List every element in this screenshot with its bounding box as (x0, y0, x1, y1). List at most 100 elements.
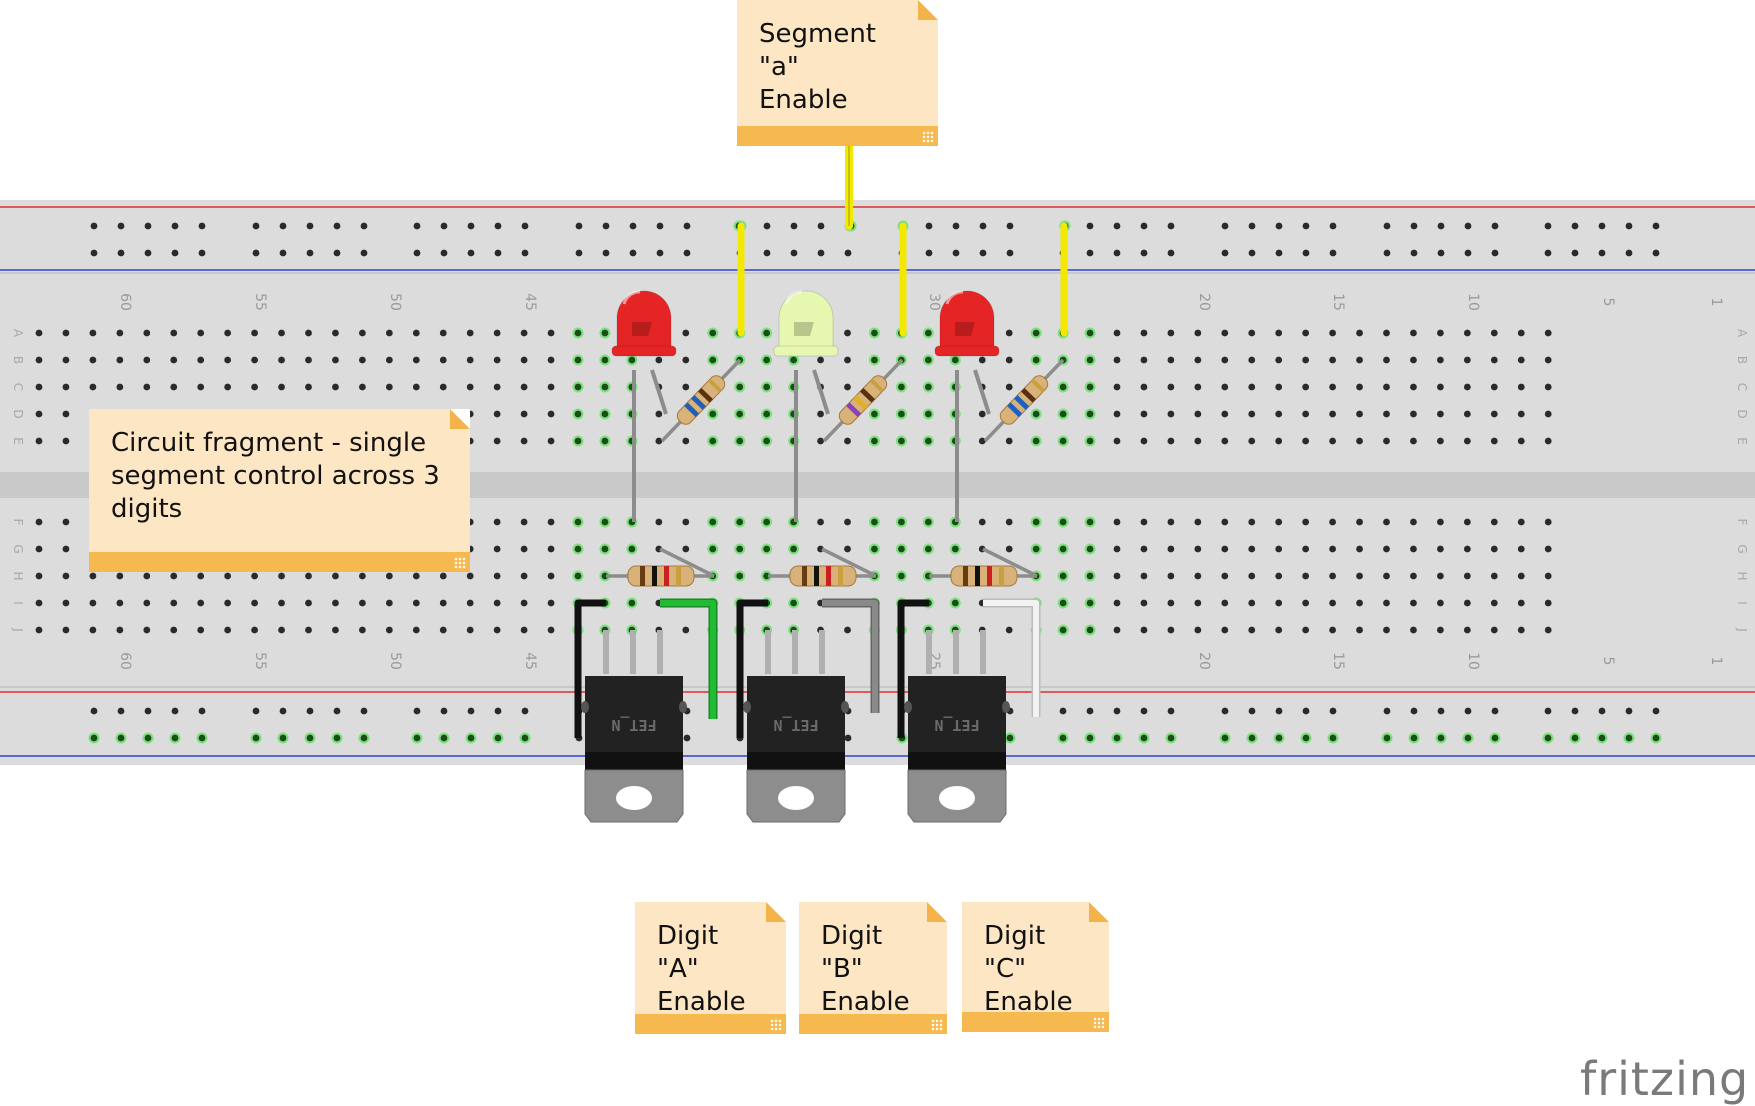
breadboard-hole (1544, 599, 1552, 607)
breadboard-hole (1167, 383, 1175, 391)
breadboard-hole (1113, 249, 1121, 257)
breadboard-hole (520, 356, 528, 364)
breadboard-hole (1113, 437, 1121, 445)
breadboard-hole (1113, 356, 1121, 364)
resize-grip-icon (922, 131, 934, 143)
driver-stage-3: FET_N (897, 222, 1068, 823)
breadboard-hole (1356, 437, 1363, 445)
led-rim (934, 345, 1000, 357)
breadboard-hole (1329, 329, 1336, 337)
breadboard-hole (440, 707, 448, 715)
breadboard-hole (1248, 518, 1256, 526)
row-label: F (1735, 519, 1749, 526)
breadboard-hole (1167, 329, 1175, 337)
breadboard-hole (1517, 410, 1525, 418)
resistor-band (999, 566, 1004, 586)
breadboard-hole (1383, 599, 1390, 607)
breadboard-hole (763, 383, 771, 391)
breadboard-hole (520, 437, 528, 445)
breadboard-hole (116, 329, 124, 337)
row-label: G (11, 544, 25, 553)
breadboard-hole (898, 410, 905, 418)
breadboard-hole (1329, 383, 1336, 391)
breadboard-hole (1167, 734, 1175, 742)
breadboard-hole (385, 329, 393, 337)
breadboard-hole (1167, 599, 1175, 607)
breadboard-hole (385, 572, 393, 580)
breadboard-hole (224, 329, 232, 337)
breadboard-hole (279, 222, 287, 230)
row-label: C (11, 383, 25, 391)
breadboard-hole (1544, 383, 1552, 391)
breadboard-hole (1464, 734, 1472, 742)
note-bar (962, 1012, 1109, 1032)
transistor-label: FET_N (773, 716, 818, 734)
breadboard-hole (1059, 410, 1067, 418)
breadboard-hole (1032, 329, 1040, 337)
transistor-label: FET_N (611, 716, 656, 734)
breadboard-hole (1194, 545, 1202, 553)
note-bar (89, 552, 470, 572)
breadboard-hole (170, 599, 178, 607)
breadboard-hole (493, 518, 501, 526)
breadboard-hole (655, 518, 663, 526)
breadboard-hole (1221, 734, 1229, 742)
breadboard-hole (763, 356, 771, 364)
breadboard-hole (1275, 518, 1283, 526)
breadboard-hole (1410, 545, 1417, 553)
breadboard-hole (493, 410, 501, 418)
breadboard-hole (790, 545, 797, 553)
breadboard-hole (278, 599, 285, 607)
breadboard-hole (925, 249, 933, 257)
resize-grip-icon (931, 1019, 943, 1031)
breadboard-hole (1086, 222, 1094, 230)
breadboard-hole (1275, 707, 1283, 715)
breadboard-hole (763, 545, 771, 553)
breadboard-hole (62, 410, 70, 418)
breadboard-hole (1194, 356, 1202, 364)
row-label: A (11, 329, 25, 338)
column-label: 50 (387, 293, 403, 311)
fritzing-logo: fritzing (1580, 1052, 1750, 1106)
breadboard-hole (1302, 249, 1310, 257)
breadboard-hole (412, 383, 420, 391)
note-circuit-fragment: Circuit fragment - single segment contro… (89, 409, 470, 572)
breadboard-hole (412, 626, 420, 634)
breadboard-hole (251, 626, 258, 634)
breadboard-hole (170, 572, 178, 580)
breadboard-hole (467, 249, 475, 257)
breadboard-hole (360, 734, 368, 742)
breadboard-hole (520, 329, 528, 337)
column-label: 20 (1196, 652, 1212, 670)
breadboard-hole (1571, 734, 1579, 742)
breadboard-hole (35, 599, 43, 607)
breadboard-hole (1194, 383, 1202, 391)
breadboard-hole (493, 437, 501, 445)
breadboard-hole (547, 383, 555, 391)
breadboard-hole (171, 734, 179, 742)
breadboard-hole (1006, 249, 1014, 257)
led-highlight (945, 290, 964, 305)
note-bar (737, 126, 938, 146)
breadboard-hole (763, 329, 771, 337)
breadboard-hole (1059, 437, 1067, 445)
breadboard-hole (1490, 410, 1498, 418)
transistor-band (908, 752, 1006, 770)
breadboard-hole (305, 626, 312, 634)
breadboard-hole (709, 518, 717, 526)
breadboard-hole (1248, 437, 1256, 445)
breadboard-hole (279, 734, 287, 742)
breadboard-hole (1059, 626, 1067, 634)
breadboard-hole (1140, 356, 1148, 364)
note-digit-b-enable: Digit "B" Enable (799, 902, 947, 1034)
breadboard-hole (682, 356, 690, 364)
breadboard-hole (466, 329, 474, 337)
breadboard-hole (1437, 356, 1444, 364)
breadboard-hole (1221, 437, 1229, 445)
breadboard-hole (278, 329, 285, 337)
breadboard-hole (1544, 572, 1552, 580)
breadboard-hole (333, 707, 341, 715)
breadboard-hole (466, 626, 474, 634)
breadboard-hole (1275, 356, 1283, 364)
column-label: 50 (387, 652, 403, 670)
